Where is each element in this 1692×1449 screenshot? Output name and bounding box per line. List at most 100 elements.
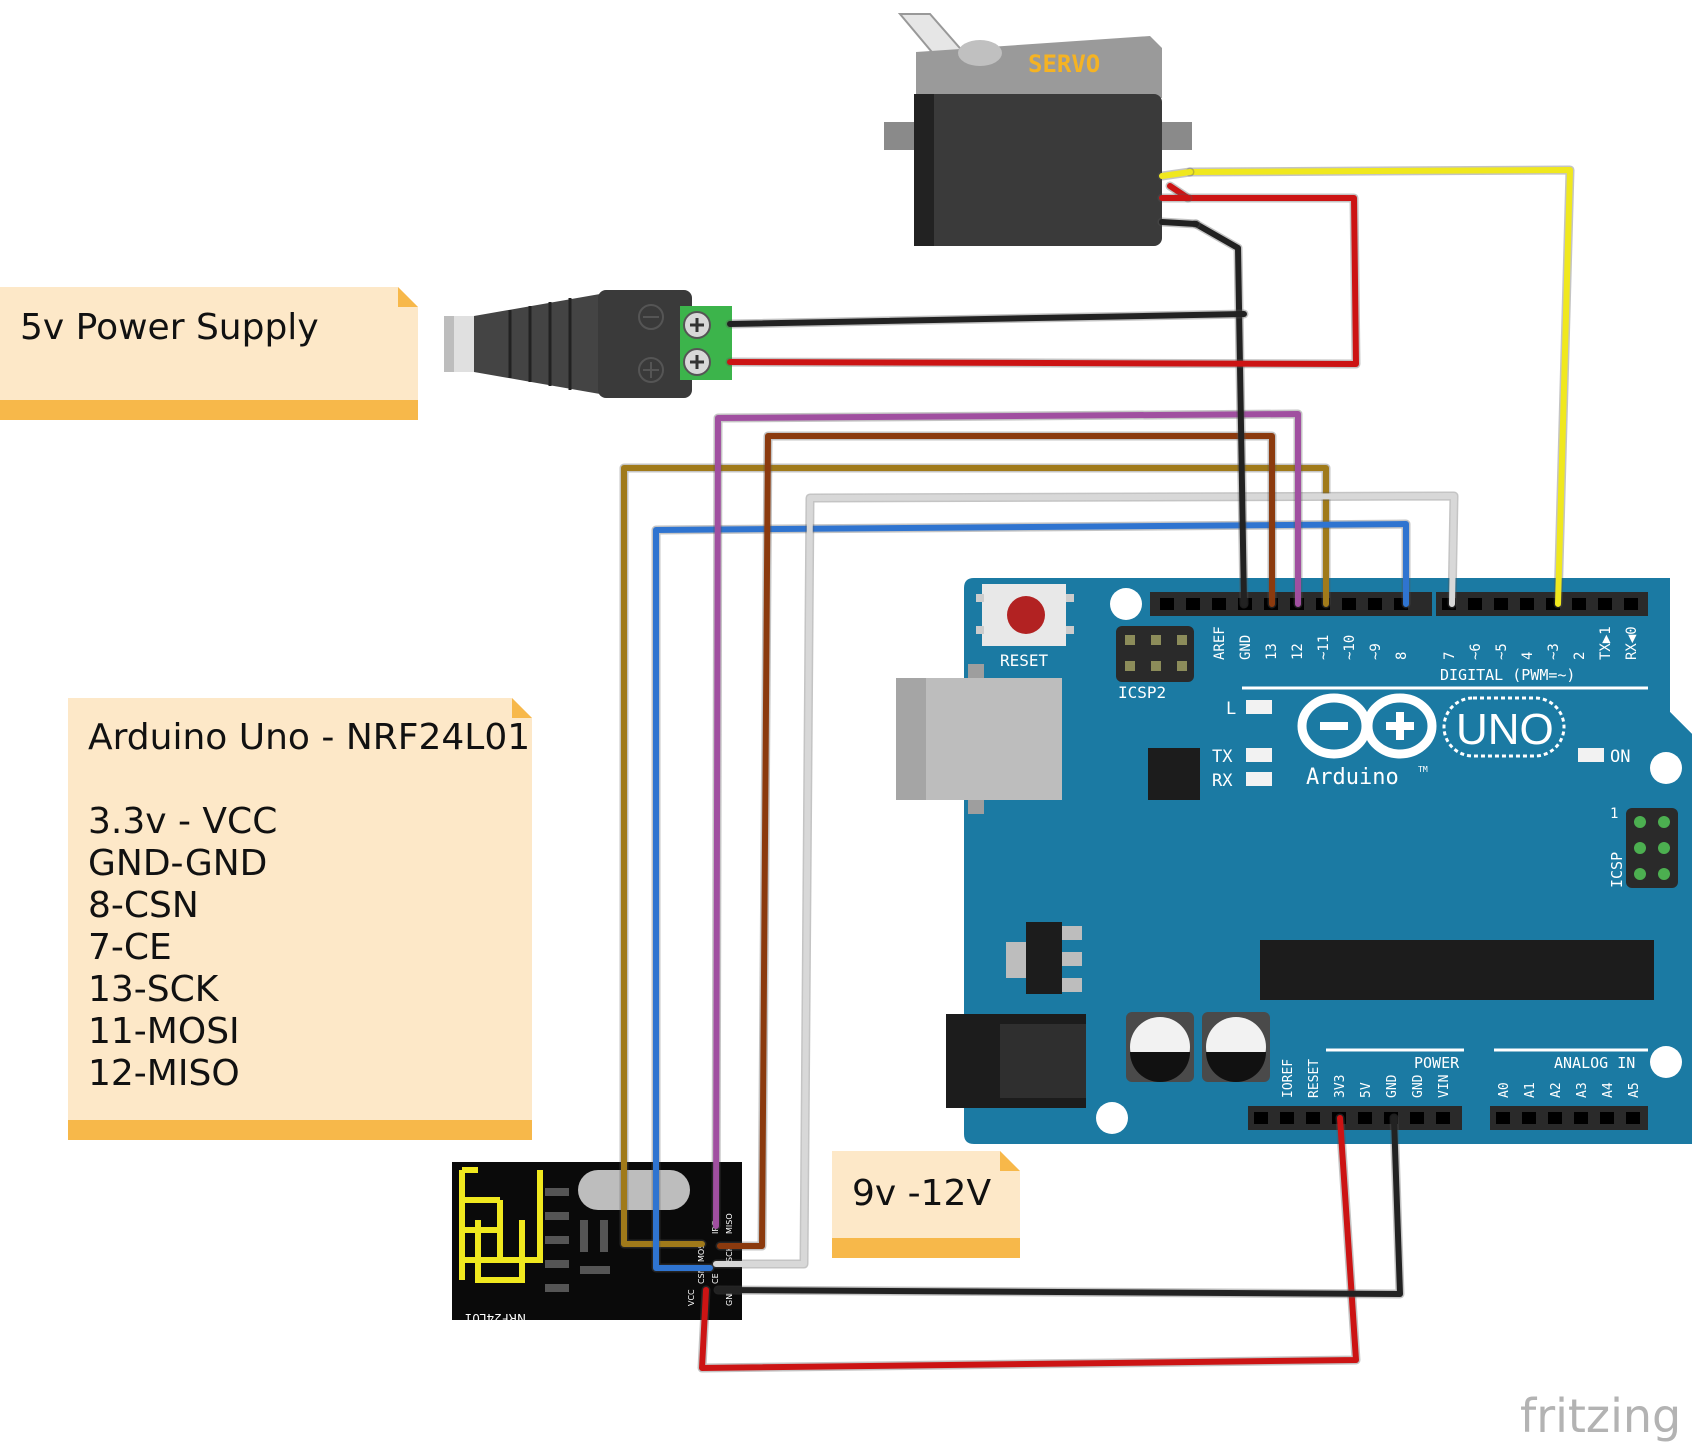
analog-pin-label: A1 <box>1523 1082 1538 1098</box>
analog-header-hole <box>1600 1112 1614 1124</box>
led-l-label: L <box>1226 699 1236 719</box>
note-power-supply-text: 5v Power Supply <box>20 307 319 348</box>
icsp-pin <box>1634 842 1646 854</box>
note-wiring-line: 8-CSN <box>88 885 199 926</box>
digital-header-hole <box>1494 598 1508 610</box>
digital-pin-label: ~5 <box>1494 643 1510 660</box>
analog-header-label: ANALOG IN <box>1554 1054 1635 1072</box>
digital-pin-label: ~10 <box>1342 635 1358 660</box>
led-tx-label: TX <box>1212 747 1233 767</box>
icsp-pin <box>1634 868 1646 880</box>
note-power-supply: 5v Power Supply <box>0 287 418 420</box>
digital-header-hole <box>1624 598 1638 610</box>
nrf-pin-label: GND <box>725 1288 734 1306</box>
power-pin-label: 3V3 <box>1333 1075 1348 1098</box>
note-external-power: 9v -12V <box>832 1151 1020 1258</box>
note-wiring-line: 12-MISO <box>88 1053 240 1094</box>
reset-label: RESET <box>1000 651 1049 670</box>
analog-pin-label: A2 <box>1549 1082 1564 1098</box>
wire-csn <box>653 521 1409 1271</box>
digital-header-hole <box>1520 598 1534 610</box>
note-wiring-line: 7-CE <box>88 927 172 968</box>
wire-servo-yellow-lead <box>1159 169 1193 179</box>
digital-header-hole <box>1598 598 1612 610</box>
arduino-brand-text: Arduino <box>1306 765 1399 790</box>
wire-jack-ground <box>727 311 1247 327</box>
power-header-hole <box>1358 1112 1372 1124</box>
digital-header-hole <box>1468 598 1482 610</box>
digital-pin-label: 4 <box>1520 652 1536 660</box>
nrf-pin-label: CSN <box>697 1267 706 1284</box>
wire-ce <box>713 493 1457 1267</box>
icsp2-pin <box>1125 661 1135 671</box>
analog-pin-label: A4 <box>1601 1082 1616 1098</box>
digital-pin-label: AREF <box>1212 626 1228 660</box>
arduino-trademark: TM <box>1418 765 1428 774</box>
analog-pin-label: A0 <box>1497 1082 1512 1098</box>
uno-logo-text: UNO <box>1456 705 1554 754</box>
wire-servo-signal <box>1187 167 1573 607</box>
analog-pin-label: A3 <box>1575 1082 1590 1098</box>
digital-header-hole <box>1368 598 1382 610</box>
digital-pin-label: 8 <box>1394 652 1410 660</box>
arduino-logo: UNO Arduino TM <box>1297 693 1566 790</box>
note-wiring-line: GND-GND <box>88 843 267 884</box>
nrf-label: NRF24L01 <box>465 1311 526 1325</box>
power-header-hole <box>1410 1112 1424 1124</box>
icsp2-pin <box>1151 635 1161 645</box>
wire-jack-power <box>727 183 1359 367</box>
wire-nrf-vcc <box>699 1115 1359 1371</box>
wire-servo-black-lead <box>1159 219 1199 227</box>
analog-header-hole <box>1574 1112 1588 1124</box>
icsp-pin <box>1658 816 1670 828</box>
wire-mosi <box>621 465 1329 1247</box>
digital-pin-label: TX▶1 <box>1598 626 1614 660</box>
power-pin-label: RESET <box>1307 1059 1322 1098</box>
fritzing-watermark: fritzing <box>1520 1389 1681 1443</box>
led-rx-label: RX <box>1212 771 1233 791</box>
analog-header-hole <box>1496 1112 1510 1124</box>
digital-pin-label: 7 <box>1442 652 1458 660</box>
power-pin-label: IOREF <box>1281 1059 1296 1098</box>
nrf-pin-label: CE <box>711 1273 720 1284</box>
icsp-pin <box>1634 816 1646 828</box>
nrf-pin-label: VCC <box>687 1289 696 1306</box>
icsp-label: ICSP <box>1608 852 1626 888</box>
dc-power-jack <box>444 290 732 398</box>
analog-header-hole <box>1626 1112 1640 1124</box>
digital-pin-label: GND <box>1238 635 1254 660</box>
digital-pin-label: 12 <box>1290 643 1306 660</box>
icsp2-pin <box>1177 661 1187 671</box>
digital-pin-label: ~3 <box>1546 643 1562 660</box>
digital-pin-label: ~6 <box>1468 643 1484 660</box>
power-pin-label: 5V <box>1359 1082 1374 1098</box>
digital-header-hole <box>1572 598 1586 610</box>
power-header-hole <box>1280 1112 1294 1124</box>
wires <box>619 165 1575 1373</box>
digital-pin-label: 2 <box>1572 652 1588 660</box>
icsp-pin <box>1658 842 1670 854</box>
analog-header-hole <box>1522 1112 1536 1124</box>
analog-pin-label: A5 <box>1627 1082 1642 1098</box>
nrf-pin-label: SCK <box>725 1245 734 1262</box>
note-external-power-text: 9v -12V <box>852 1173 991 1214</box>
power-header-label: POWER <box>1414 1054 1460 1072</box>
icsp2-pin <box>1177 635 1187 645</box>
nrf-pin-label: MISO <box>725 1213 734 1234</box>
power-header-hole <box>1436 1112 1450 1124</box>
note-wiring: Arduino Uno - NRF24L01 3.3v - VCCGND-GND… <box>68 698 532 1140</box>
power-pin-label: GND <box>1411 1074 1426 1098</box>
power-pin-label: GND <box>1385 1074 1400 1098</box>
icsp-pin <box>1658 868 1670 880</box>
icsp-pin1-label: 1 <box>1610 806 1618 822</box>
digital-pin-label: ~9 <box>1368 643 1384 660</box>
power-header-hole <box>1306 1112 1320 1124</box>
servo-label: SERVO <box>1028 50 1100 78</box>
digital-pin-label: ~11 <box>1316 635 1332 660</box>
wire-servo-ground <box>1193 221 1247 607</box>
wire-miso <box>713 411 1301 1229</box>
note-wiring-line: 3.3v - VCC <box>88 801 277 842</box>
icsp2-pin <box>1151 661 1161 671</box>
